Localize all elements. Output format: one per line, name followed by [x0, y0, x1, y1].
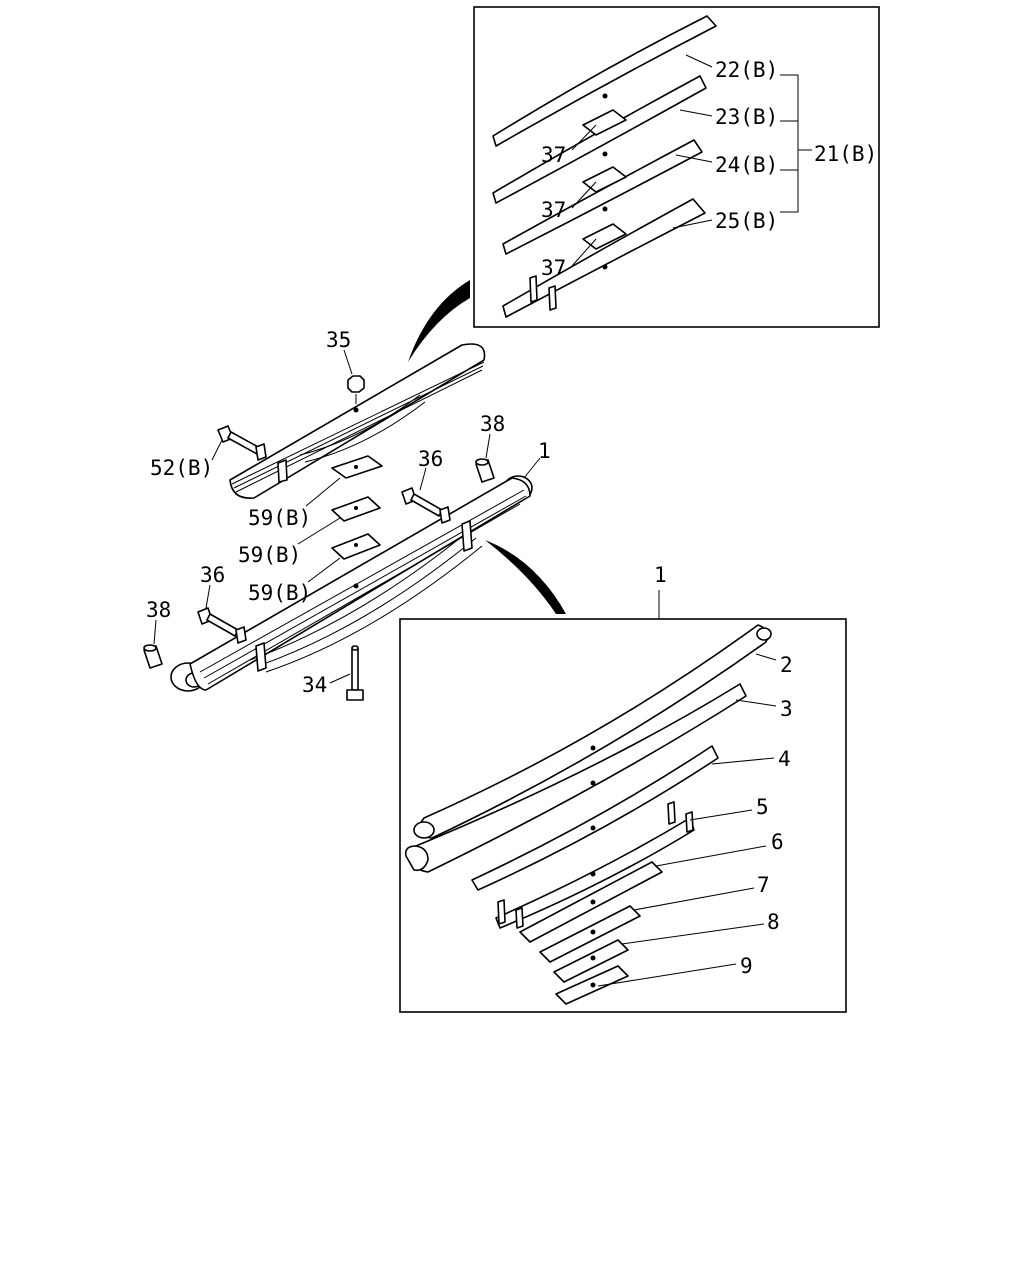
- callout-36-rear: 36: [418, 447, 443, 471]
- detail-box-helper-leaves: 22(B) 23(B) 24(B) 25(B) 21(B) 37 37 37: [473, 6, 880, 328]
- bushing-38-front: [143, 644, 163, 669]
- callout-21b: 21(B): [814, 142, 877, 166]
- bolt-36-front: [197, 607, 247, 644]
- callout-1-assembly: 1: [538, 439, 551, 463]
- detail-box-main-leaves: 1: [399, 563, 847, 1013]
- main-leaf-7: [539, 905, 641, 963]
- sweep-to-helper-detail: [408, 280, 470, 362]
- callout-5: 5: [756, 795, 769, 819]
- helper-leaf-24: [502, 139, 703, 255]
- helper-leaf-23: [492, 75, 707, 204]
- callout-34: 34: [302, 673, 327, 697]
- callout-1-detail: 1: [654, 563, 667, 587]
- main-leaf-3: [404, 683, 747, 873]
- callout-36-front: 36: [200, 563, 225, 587]
- callout-37-third: 37: [541, 256, 566, 280]
- helper-leaf-25: [502, 198, 706, 318]
- callout-3: 3: [780, 697, 793, 721]
- callout-35: 35: [326, 328, 351, 352]
- callout-4: 4: [778, 747, 791, 771]
- callout-22b: 22(B): [715, 58, 778, 82]
- bolt-36-rear: [401, 487, 451, 524]
- callout-38-front: 38: [146, 598, 171, 622]
- main-leaf-5: [495, 801, 695, 929]
- helper-spring-assembly: [217, 343, 486, 560]
- callout-38-rear: 38: [480, 412, 505, 436]
- callout-59b-middle: 59(B): [238, 543, 301, 567]
- center-bolt-34: [346, 645, 364, 701]
- bolt-52b: [217, 425, 267, 461]
- callout-6: 6: [771, 830, 784, 854]
- callout-9: 9: [740, 954, 753, 978]
- callout-52b: 52(B): [150, 456, 213, 480]
- callout-8: 8: [767, 910, 780, 934]
- callout-7: 7: [757, 873, 770, 897]
- main-spring-assembly: [143, 458, 533, 701]
- helper-leaf-22: [492, 15, 717, 147]
- bushing-38-rear: [475, 458, 495, 483]
- main-leaf-8: [553, 939, 629, 983]
- callout-2: 2: [780, 653, 793, 677]
- nut-35: [347, 375, 365, 393]
- callout-59b-bottom: 59(B): [248, 581, 311, 605]
- callout-37-first: 37: [541, 143, 566, 167]
- sweep-to-main-detail: [485, 540, 566, 614]
- callout-24b: 24(B): [715, 153, 778, 177]
- main-leaf-2: [413, 624, 772, 839]
- callout-25b: 25(B): [715, 209, 778, 233]
- callout-59b-top: 59(B): [248, 506, 311, 530]
- callout-23b: 23(B): [715, 105, 778, 129]
- callout-37-second: 37: [541, 198, 566, 222]
- main-leaf-4: [471, 745, 719, 891]
